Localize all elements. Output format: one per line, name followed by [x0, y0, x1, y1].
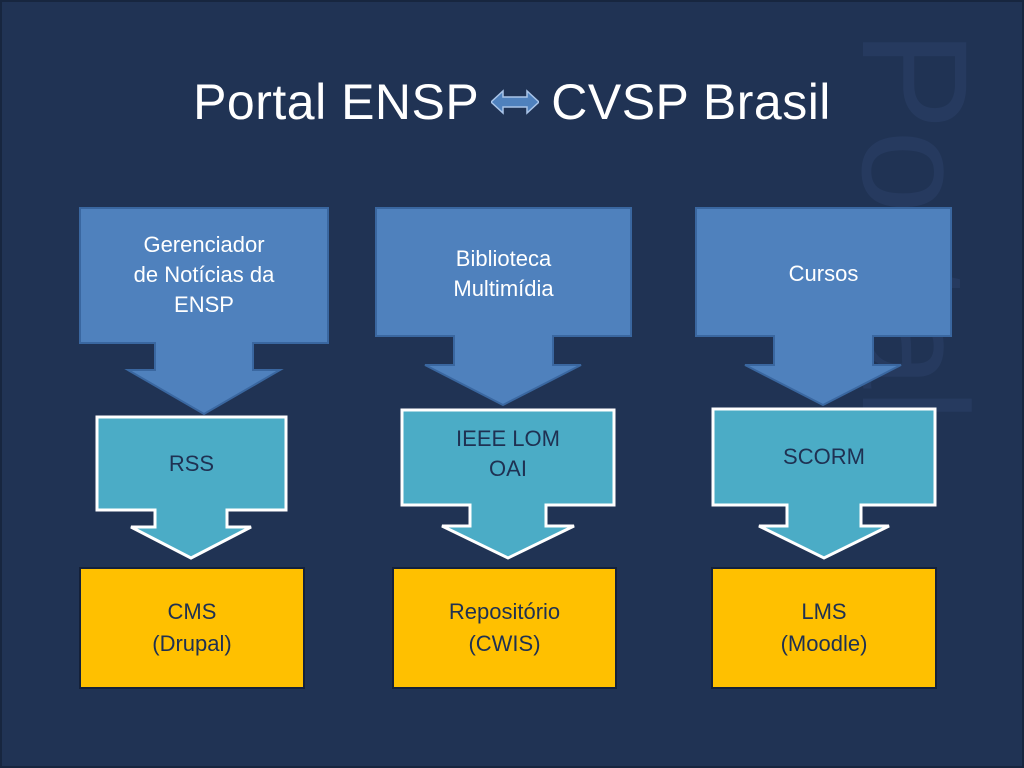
protocol-label-scorm: SCORM [783, 444, 865, 469]
target-box-repository: Repositório (CWIS) [392, 567, 617, 689]
target-box-lms: LMS (Moodle) [711, 567, 937, 689]
title-left: Portal ENSP [193, 74, 480, 130]
protocol-label-lom: IEEE LOM OAI [456, 426, 560, 481]
source-callout-courses: Cursos [695, 207, 952, 407]
title-right: CVSP Brasil [551, 74, 831, 130]
double-arrow-icon [491, 89, 540, 115]
protocol-callout-scorm: SCORM [711, 407, 937, 560]
protocol-callout-rss: RSS [95, 415, 288, 560]
source-callout-news: Gerenciador de Notícias da ENSP [79, 207, 329, 416]
target-box-cms: CMS (Drupal) [79, 567, 305, 689]
source-label-news: Gerenciador de Notícias da ENSP [133, 232, 275, 317]
source-label-library: Biblioteca Multimídia [453, 245, 554, 301]
protocol-callout-lom: IEEE LOM OAI [400, 408, 616, 560]
source-callout-library: Biblioteca Multimídia [375, 207, 632, 407]
slide-title: Portal ENSP CVSP Brasil [0, 62, 1024, 142]
source-label-courses: Cursos [788, 260, 859, 286]
protocol-label-rss: RSS [168, 450, 215, 476]
